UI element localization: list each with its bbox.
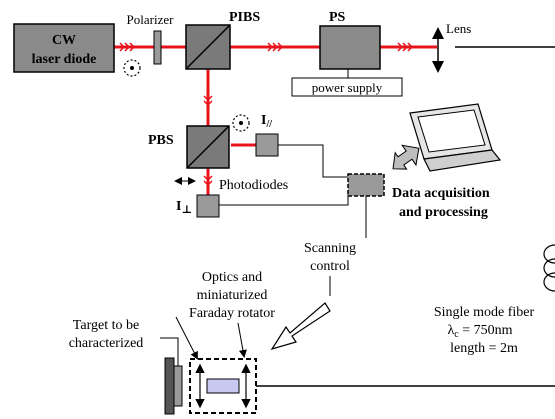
polarization-dot-icon-2	[232, 114, 250, 132]
faraday-rod	[206, 378, 240, 394]
polarizer	[153, 30, 162, 65]
optics-label-line1: Optics and	[202, 270, 262, 285]
fiber-label-line2: λc = 750nm	[447, 323, 512, 340]
optics-pointer-2	[237, 322, 247, 358]
fiber-label-line3: length = 2m	[450, 341, 518, 356]
pbs-label: PBS	[148, 133, 174, 148]
detector-parallel	[255, 133, 279, 157]
laser-diode: CW laser diode	[13, 23, 115, 73]
power-supply-box	[291, 77, 403, 97]
polarization-dot-icon	[123, 59, 141, 77]
power-supply-label: power supply	[312, 80, 383, 95]
target-label-line1: Target to be	[73, 318, 139, 333]
daq-box	[347, 173, 385, 197]
laser-beam	[114, 45, 437, 195]
ps-label: PS	[329, 10, 346, 25]
detector-perpendicular	[196, 194, 220, 218]
daq-label-line1: Data acquisition	[392, 186, 490, 201]
scan-label-line1: Scanning	[304, 241, 356, 256]
signal-wires	[219, 144, 349, 206]
laser-label-line1: CW	[52, 33, 76, 48]
fiber-label-line1: Single mode fiber	[434, 305, 535, 320]
pibs-label: PIBS	[229, 10, 260, 25]
scan-label-line2: control	[310, 259, 350, 274]
fiber-coil	[543, 244, 555, 292]
beam-chevrons	[119, 42, 414, 187]
optics-pointer-1	[175, 316, 198, 360]
target-plate	[164, 357, 175, 415]
polarizer-label: Polarizer	[127, 12, 175, 27]
i-perp-label: I⊥	[176, 199, 192, 216]
target-pointer	[160, 337, 179, 368]
laser-label-line2: laser diode	[32, 52, 97, 67]
optics-label-line3: Faraday rotator	[189, 306, 275, 321]
data-link-arrow-icon	[392, 144, 420, 170]
scan-arrow-icon	[270, 302, 331, 351]
photodiodes-label: Photodiodes	[219, 178, 288, 193]
target-label-line2: characterized	[69, 336, 144, 351]
pbs-cube	[186, 125, 230, 169]
i-parallel-label: I//	[261, 113, 272, 130]
pibs-cube	[185, 24, 231, 70]
laptop-icon	[409, 103, 502, 172]
target-holder	[173, 365, 183, 407]
ps-box	[319, 25, 381, 70]
lens-label: Lens	[446, 21, 471, 36]
daq-label-line2: and processing	[399, 205, 488, 220]
optics-label-line2: miniaturized	[197, 288, 268, 303]
